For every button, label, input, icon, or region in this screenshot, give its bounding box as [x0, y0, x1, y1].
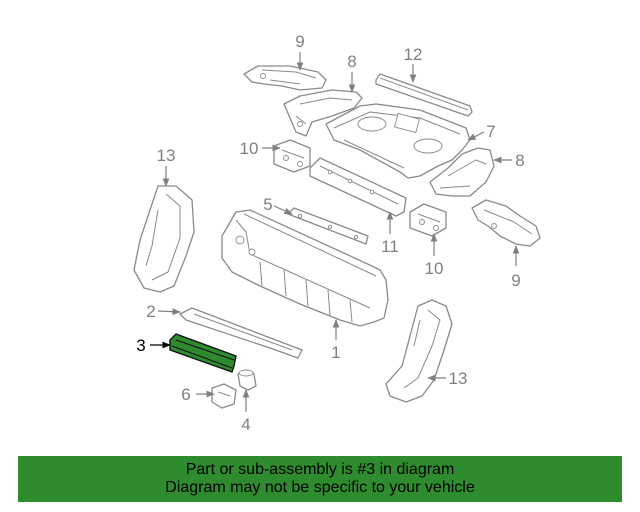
part-1-rear-panel [221, 209, 389, 327]
callout-13-left: 13 [157, 146, 176, 165]
part-10-upper-plate [273, 139, 311, 173]
leader-lines [150, 52, 520, 412]
callout-10-lower: 10 [425, 259, 444, 278]
part-7-package-shelf [325, 103, 471, 179]
callout-8-right: 8 [515, 151, 524, 170]
callout-13-right: 13 [449, 369, 468, 388]
part-2-lower-strip [179, 307, 303, 359]
callout-10-upper: 10 [240, 139, 259, 158]
part-8-right-bracket [429, 147, 495, 197]
callout-4: 4 [241, 415, 250, 434]
callout-6: 6 [181, 385, 190, 404]
callout-3-highlighted: 3 [136, 336, 145, 355]
callout-9-top: 9 [295, 32, 304, 51]
part-6-clip [211, 383, 237, 409]
part-8-left-bracket [283, 89, 363, 137]
info-banner: Part or sub-assembly is #3 in diagram Di… [18, 456, 622, 502]
part-13-right-pillar [385, 299, 453, 403]
part-9-upper-bracket [243, 65, 327, 91]
callout-2: 2 [146, 302, 155, 321]
callout-5: 5 [263, 195, 272, 214]
part-4-plug [237, 369, 257, 391]
part-12-upper-rail [375, 73, 473, 117]
part-9-lower-bracket [471, 199, 541, 247]
part-13-left-pillar [133, 185, 195, 293]
callout-1: 1 [331, 343, 340, 362]
banner-line-1: Part or sub-assembly is #3 in diagram [185, 461, 455, 478]
parts-diagram: 9 8 12 7 8 10 13 5 11 10 9 2 1 13 6 4 3 [133, 32, 541, 434]
callout-9-lower: 9 [511, 271, 520, 290]
part-11-cross-member [309, 157, 407, 217]
callout-12: 12 [404, 45, 423, 64]
part-3-highlighted [169, 333, 237, 373]
callout-11: 11 [381, 237, 399, 256]
banner-line-2: Diagram may not be specific to your vehi… [165, 479, 475, 496]
part-10-lower-plate [409, 203, 447, 237]
callout-7: 7 [486, 122, 495, 141]
callout-8-left: 8 [347, 52, 356, 71]
